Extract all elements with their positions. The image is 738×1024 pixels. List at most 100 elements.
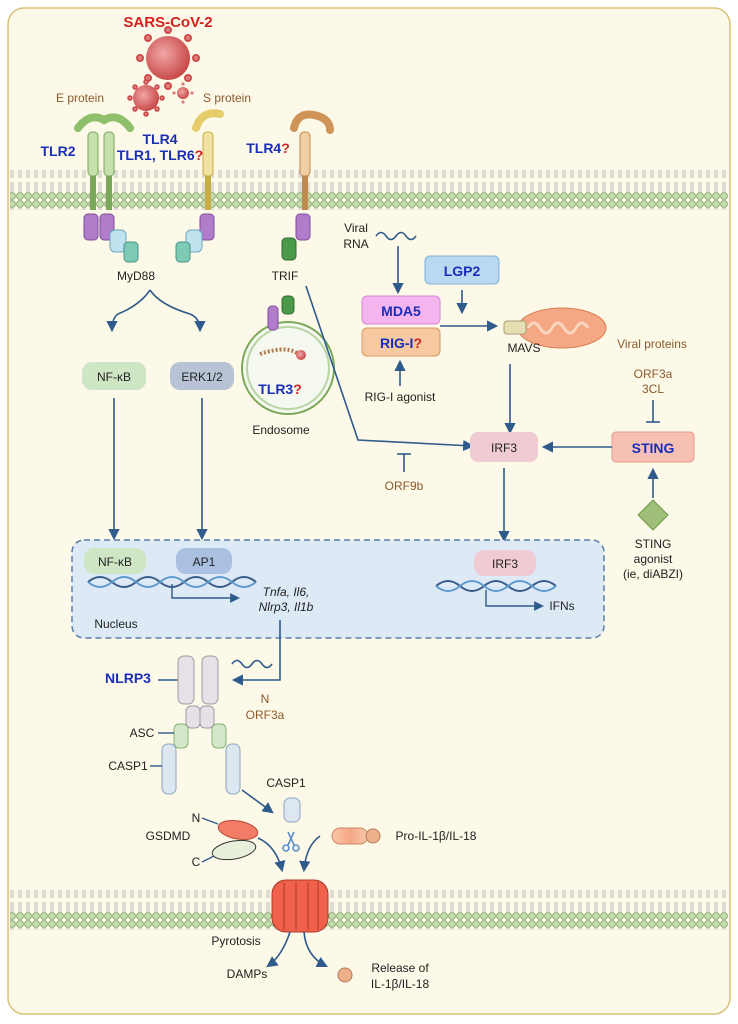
orf3a-sting-label: ORF3a <box>634 367 673 381</box>
sars-cov-2-virus-icon <box>136 26 200 90</box>
myd88-label: MyD88 <box>117 269 155 283</box>
tlr4-label-b: TLR4? <box>246 140 290 156</box>
pore-to-damps-arrow <box>266 931 291 968</box>
nucleus-label: Nucleus <box>94 617 137 631</box>
virus-e-protein-icon <box>127 79 165 117</box>
rigi-box <box>361 327 441 357</box>
irf3-cytoplasm-box <box>470 432 538 462</box>
viral-rna-label-2: RNA <box>343 237 368 251</box>
rigi-label: RIG-I? <box>380 335 422 351</box>
pyrotosis-label: Pyrotosis <box>211 934 260 948</box>
irf3-cytoplasm-label: IRF3 <box>491 441 517 455</box>
dna-helix-icon-2 <box>435 580 557 592</box>
gsdmd-c-term-icon <box>211 839 257 861</box>
mavs-label: MAVS <box>507 341 540 355</box>
endosome-icon <box>241 295 335 415</box>
lgp2-label: LGP2 <box>444 263 481 279</box>
ifns-label: IFNs <box>549 599 574 613</box>
nlrp3-label: NLRP3 <box>105 670 151 686</box>
nfkb-box <box>82 362 146 390</box>
virus-s-protein-icon <box>172 82 194 104</box>
question-mark-d: ? <box>413 335 422 351</box>
transcription-arrow-2 <box>485 590 544 611</box>
endosome-label: Endosome <box>252 423 310 437</box>
trif-label: TRIF <box>272 269 299 283</box>
nucleus-nfkb-box <box>84 548 146 574</box>
casp1-right-label: CASP1 <box>266 776 306 790</box>
lgp2-box <box>424 255 500 285</box>
pro-il-oval-icon <box>331 827 369 845</box>
viral-rna-wave-icon <box>375 231 417 241</box>
sting-agonist-label-2: agonist <box>634 552 673 566</box>
tlr1-tlr6-label: TLR1, TLR6? <box>117 147 203 163</box>
rigi-agonist-label: RIG-I agonist <box>365 390 436 404</box>
gsdmd-n-term-icon <box>217 819 259 841</box>
gsdmd-to-pore-arrow <box>257 837 286 873</box>
pro-il-to-pore-arrow <box>299 835 321 873</box>
damps-label: DAMPs <box>227 967 268 981</box>
genes-label-2: Nlrp3, Il1b <box>259 600 314 614</box>
gsdmd-c-label: C <box>192 855 201 869</box>
erk-box <box>170 362 234 390</box>
release-label-1: Release of <box>371 961 429 975</box>
mitochondrion-icon <box>503 307 607 349</box>
mda5-label: MDA5 <box>381 303 421 319</box>
viral-rna-label-1: Viral <box>344 221 368 235</box>
sting-agonist-label-1: STING <box>635 537 672 551</box>
nlrp3-inflammasome-icon <box>161 655 241 795</box>
release-label-2: IL-1β/IL-18 <box>371 977 430 991</box>
tlr2-receptor-icon <box>74 113 139 263</box>
nucleus-nfkb-label: NF-κB <box>98 555 132 569</box>
tlr4-receptor-icon <box>281 110 334 261</box>
gsdmd-c-pointer <box>201 855 215 863</box>
nucleus-to-nlrp3-arrow <box>231 620 281 686</box>
nucleus-irf3-label: IRF3 <box>492 557 518 571</box>
viral-proteins-label: Viral proteins <box>617 337 687 351</box>
mrna-wave-icon <box>231 659 273 669</box>
plasma-membrane-bottom <box>10 890 728 930</box>
pro-il-label: Pro-IL-1β/IL-18 <box>396 829 477 843</box>
ap1-box <box>176 548 232 574</box>
orf3a-label: ORF3a <box>246 708 285 722</box>
nfkb-label: NF-κB <box>97 370 131 384</box>
gsdmd-pore-icon <box>271 879 329 933</box>
orf9b-label: ORF9b <box>385 479 424 493</box>
sars-cov-2-title: SARS-CoV-2 <box>123 14 212 31</box>
pro-il-ball-icon <box>365 828 381 844</box>
asc-label: ASC <box>130 726 155 740</box>
tlr2-label: TLR2 <box>41 143 76 159</box>
il-release-ball-icon <box>337 967 353 983</box>
erk-label: ERK1/2 <box>181 370 223 384</box>
casp1-active-icon <box>283 797 301 823</box>
pore-to-release-arrow <box>303 931 329 968</box>
gsdmd-label: GSDMD <box>146 829 191 843</box>
threecl-label: 3CL <box>642 382 664 396</box>
tlr3-label: TLR3? <box>258 381 302 397</box>
sting-agonist-diamond-icon <box>637 499 669 531</box>
myd88-to-erk-arrow <box>149 289 206 333</box>
sting-agonist-label-3: (ie, diABZI) <box>623 567 683 581</box>
nucleus-irf3-box <box>474 550 536 576</box>
ap1-label: AP1 <box>193 555 216 569</box>
scissors-icon <box>282 831 300 852</box>
casp1-activation-arrow <box>241 789 274 814</box>
genes-label-1: Tnfa, Il6, <box>263 585 310 599</box>
tlr4-label-a: TLR4 <box>143 131 178 147</box>
plasma-membrane-top <box>10 170 728 210</box>
question-mark-a: ? <box>195 147 204 163</box>
s-protein-label: S protein <box>203 91 251 105</box>
question-mark-b: ? <box>281 140 290 156</box>
casp1-left-label: CASP1 <box>108 759 148 773</box>
tlr4-tlr1-tlr6-receptor-icon <box>175 109 224 263</box>
trif-to-irf3-arrow <box>305 285 475 452</box>
gsdmd-n-label: N <box>192 811 201 825</box>
n-label: N <box>261 692 270 706</box>
question-mark-c: ? <box>293 381 302 397</box>
sting-label: STING <box>632 440 675 456</box>
transcription-arrow-1 <box>171 584 240 603</box>
gsdmd-n-pointer <box>201 817 219 825</box>
myd88-to-nfkb-arrow <box>106 289 151 333</box>
mda5-box <box>361 295 441 325</box>
e-protein-label: E protein <box>56 91 104 105</box>
